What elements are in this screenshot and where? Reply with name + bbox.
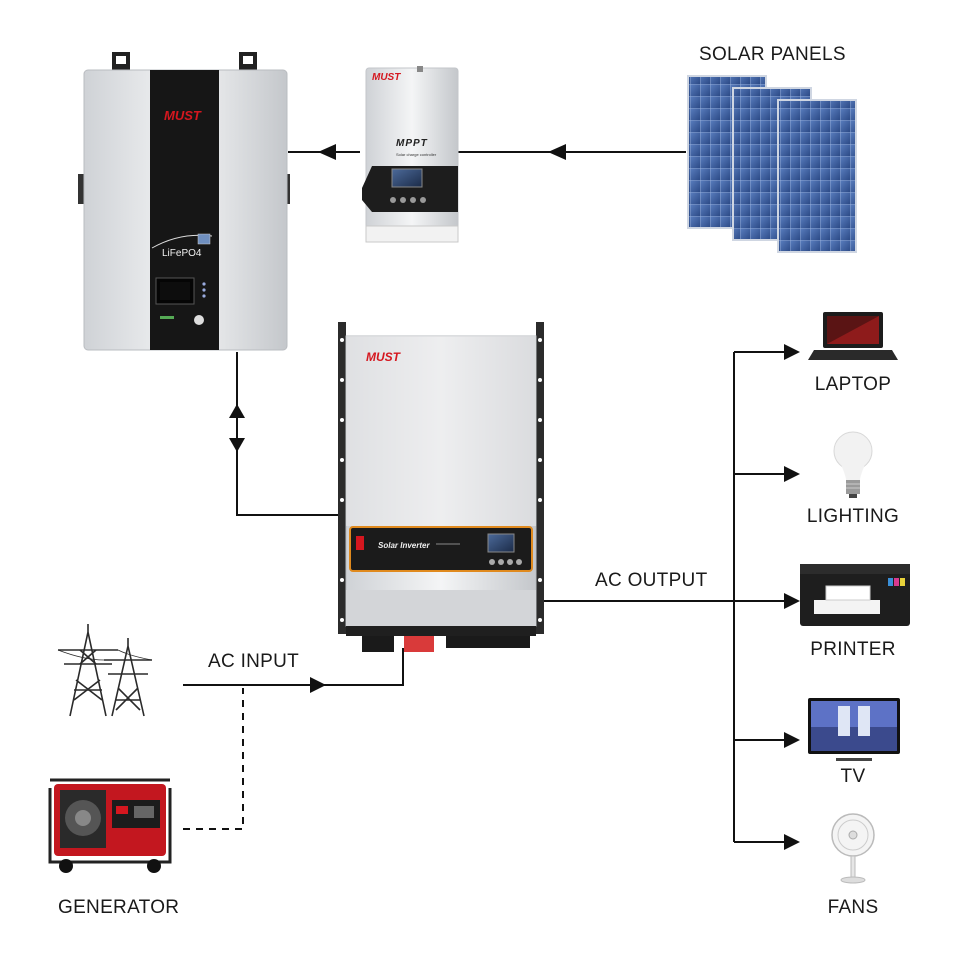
ac-input-label: AC INPUT xyxy=(208,651,300,672)
battery-model-label: LiFePO4 xyxy=(162,248,202,259)
inverter-title: Solar Inverter xyxy=(378,541,430,550)
load-label-tv: TV xyxy=(840,766,866,787)
generator-unit xyxy=(48,778,172,873)
arrow-up-icon xyxy=(229,404,245,418)
battery-unit xyxy=(78,52,290,351)
load-label-printer: PRINTER xyxy=(810,639,896,660)
fan-icon xyxy=(831,813,875,884)
light-bulb-icon xyxy=(833,431,873,498)
arrow-right-icon xyxy=(784,593,800,609)
load-label-lighting: LIGHTING xyxy=(806,506,900,527)
solar-panels xyxy=(687,75,857,253)
arrow-right-icon xyxy=(784,466,800,482)
arrow-left-icon xyxy=(548,144,566,160)
charge-controller-unit xyxy=(362,66,459,243)
arrows xyxy=(229,144,800,850)
solar-panels-label: SOLAR PANELS xyxy=(699,44,846,65)
arrow-right-icon xyxy=(784,834,800,850)
tv-icon xyxy=(808,698,900,761)
controller-brand-logo: MUST xyxy=(372,72,401,83)
controller-title: MPPT xyxy=(396,138,428,149)
battery-brand-logo: MUST xyxy=(164,108,201,123)
ac-output-label: AC OUTPUT xyxy=(595,570,708,591)
arrow-right-icon xyxy=(310,677,326,693)
inverter-brand-logo: MUST xyxy=(366,350,400,364)
printer-icon xyxy=(800,564,910,626)
arrow-right-icon xyxy=(784,344,800,360)
laptop-icon xyxy=(808,312,898,360)
battery-inverter-wire xyxy=(236,352,338,516)
load-label-laptop: LAPTOP xyxy=(814,374,892,395)
arrow-right-icon xyxy=(784,732,800,748)
power-grid-pylons xyxy=(57,624,153,717)
inverter-unit xyxy=(338,322,544,652)
load-label-fans: FANS xyxy=(827,897,879,918)
arrow-left-icon xyxy=(318,144,336,160)
controller-subtitle: Solar charge controller xyxy=(396,152,437,157)
pylon-icon xyxy=(104,638,152,717)
arrow-down-icon xyxy=(229,438,245,452)
generator-wire xyxy=(183,688,244,830)
generator-label: GENERATOR xyxy=(58,897,180,918)
pylon-icon xyxy=(58,624,118,717)
ac-input-wire xyxy=(183,648,404,686)
